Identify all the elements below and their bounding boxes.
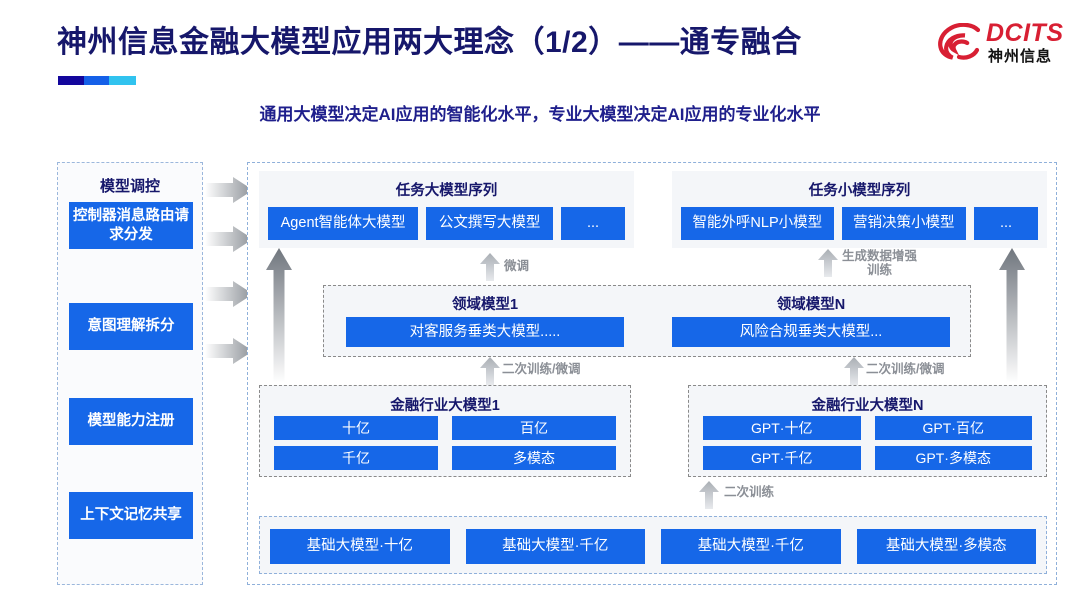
industry-n-item-ten-billion[interactable]: GPT·百亿 bbox=[874, 416, 1032, 440]
task-large-item-more[interactable]: ... bbox=[561, 207, 625, 240]
right-arrow-icon-3 bbox=[205, 281, 253, 307]
industry-model-1-box: 金融行业大模型1 十亿 百亿 千亿 多模态 bbox=[259, 385, 631, 477]
industry-n-item-multimodal[interactable]: GPT·多模态 bbox=[874, 446, 1032, 470]
up-arrow-icon-left-tall bbox=[266, 248, 292, 383]
task-small-model-title: 任务小模型序列 bbox=[808, 183, 911, 199]
right-arrow-icon-1 bbox=[205, 177, 253, 203]
task-large-model-panel: 任务大模型序列 Agent智能体大模型 公文撰写大模型 ... bbox=[259, 171, 634, 248]
industry-model-1-grid: 十亿 百亿 千亿 多模态 bbox=[274, 416, 616, 470]
task-large-item-agent[interactable]: Agent智能体大模型 bbox=[268, 207, 419, 240]
base-model-item-3[interactable]: 基础大模型·千亿 bbox=[661, 529, 841, 564]
task-small-model-panel: 任务小模型序列 智能外呼NLP小模型 营销决策小模型 ... bbox=[672, 171, 1047, 248]
logo-cn-text: 神州信息 bbox=[988, 48, 1053, 65]
accent-segment-1 bbox=[58, 76, 84, 85]
page-header: 神州信息金融大模型应用两大理念（1/2）——通专融合 DCITS 神州信息 通用… bbox=[0, 0, 1080, 125]
domain-model-1-title: 领域模型1 bbox=[451, 297, 519, 313]
domain-model-1-item[interactable]: 对客服务垂类大模型..... bbox=[346, 317, 624, 347]
up-arrow-icon-second-train-base bbox=[699, 481, 719, 509]
arrow-label-second-train-right: 二次训练/微调 bbox=[866, 362, 945, 376]
arrow-label-gen-data-line2: 训练 bbox=[867, 263, 893, 277]
accent-segment-2 bbox=[83, 76, 110, 85]
task-small-model-row: 智能外呼NLP小模型 营销决策小模型 ... bbox=[681, 207, 1038, 240]
task-large-model-row: Agent智能体大模型 公文撰写大模型 ... bbox=[268, 207, 625, 240]
domain-model-n-title: 领域模型N bbox=[776, 297, 846, 313]
right-arrow-icon-4 bbox=[205, 338, 253, 364]
up-arrow-icon-second-train-right bbox=[844, 357, 864, 385]
right-arrow-icon-2 bbox=[205, 226, 253, 252]
task-small-item-more[interactable]: ... bbox=[974, 207, 1038, 240]
industry-n-item-hundred-billion[interactable]: GPT·千亿 bbox=[703, 446, 861, 470]
base-model-box: 基础大模型·十亿 基础大模型·千亿 基础大模型·千亿 基础大模型·多模态 bbox=[259, 516, 1047, 574]
logo-en-text: DCITS bbox=[986, 19, 1064, 47]
task-large-model-title: 任务大模型序列 bbox=[395, 183, 498, 199]
arrow-label-gen-data-line1: 生成数据增强 bbox=[842, 249, 918, 263]
model-control-title: 模型调控 bbox=[99, 178, 160, 195]
up-arrow-icon-fine-tune bbox=[480, 253, 500, 281]
model-control-panel: 模型调控 控制器消息路由请求分发 意图理解拆分 模型能力注册 上下文记忆共享 bbox=[57, 162, 203, 585]
sidebar-item-capability-registration[interactable]: 模型能力注册 bbox=[69, 398, 193, 445]
industry-model-n-title: 金融行业大模型N bbox=[811, 398, 924, 414]
task-small-item-nlp-outbound[interactable]: 智能外呼NLP小模型 bbox=[681, 207, 834, 240]
industry-model-n-box: 金融行业大模型N GPT·十亿 GPT·百亿 GPT·千亿 GPT·多模态 bbox=[688, 385, 1047, 477]
arrow-label-second-train-base: 二次训练 bbox=[724, 485, 775, 499]
arrow-label-fine-tune: 微调 bbox=[504, 259, 530, 273]
architecture-diagram: 任务大模型序列 Agent智能体大模型 公文撰写大模型 ... 任务小模型序列 … bbox=[247, 162, 1057, 585]
domain-model-n-item[interactable]: 风险合规垂类大模型... bbox=[672, 317, 950, 347]
up-arrow-icon-gen-data bbox=[818, 249, 838, 277]
up-arrow-icon-right-tall bbox=[999, 248, 1025, 383]
up-arrow-icon-second-train-left bbox=[480, 357, 500, 385]
logo-swirl-icon bbox=[938, 23, 981, 60]
industry-n-item-billion[interactable]: GPT·十亿 bbox=[703, 416, 861, 440]
industry-1-item-hundred-billion[interactable]: 千亿 bbox=[274, 446, 438, 470]
arrow-label-gen-data: 生成数据增强 训练 bbox=[842, 249, 917, 277]
industry-1-item-ten-billion[interactable]: 百亿 bbox=[452, 416, 616, 440]
task-large-item-document[interactable]: 公文撰写大模型 bbox=[426, 207, 553, 240]
domain-model-box: 领域模型1 对客服务垂类大模型..... 领域模型N 风险合规垂类大模型... bbox=[323, 285, 971, 357]
arrow-label-second-train-left: 二次训练/微调 bbox=[502, 362, 581, 376]
page-subtitle: 通用大模型决定AI应用的智能化水平，专业大模型决定AI应用的专业化水平 bbox=[259, 105, 821, 124]
dcits-logo: DCITS 神州信息 bbox=[938, 20, 1066, 74]
accent-segment-3 bbox=[109, 76, 136, 85]
domain-model-1: 领域模型1 对客服务垂类大模型..... bbox=[324, 286, 646, 356]
page-title: 神州信息金融大模型应用两大理念（1/2）——通专融合 bbox=[57, 26, 802, 59]
industry-1-item-multimodal[interactable]: 多模态 bbox=[452, 446, 616, 470]
base-model-item-4[interactable]: 基础大模型·多模态 bbox=[856, 529, 1036, 564]
task-small-item-marketing[interactable]: 营销决策小模型 bbox=[841, 207, 966, 240]
title-accent-bar bbox=[58, 76, 136, 85]
industry-model-n-grid: GPT·十亿 GPT·百亿 GPT·千亿 GPT·多模态 bbox=[703, 416, 1032, 470]
industry-1-item-billion[interactable]: 十亿 bbox=[274, 416, 438, 440]
domain-model-n: 领域模型N 风险合规垂类大模型... bbox=[650, 286, 972, 356]
sidebar-item-context-memory-sharing[interactable]: 上下文记忆共享 bbox=[69, 492, 193, 539]
sidebar-item-intent-understanding[interactable]: 意图理解拆分 bbox=[69, 303, 193, 350]
base-model-row: 基础大模型·十亿 基础大模型·千亿 基础大模型·千亿 基础大模型·多模态 bbox=[270, 529, 1036, 564]
base-model-item-2[interactable]: 基础大模型·千亿 bbox=[465, 529, 645, 564]
sidebar-item-controller-routing[interactable]: 控制器消息路由请求分发 bbox=[69, 202, 193, 249]
base-model-item-1[interactable]: 基础大模型·十亿 bbox=[270, 529, 450, 564]
industry-model-1-title: 金融行业大模型1 bbox=[390, 398, 500, 414]
